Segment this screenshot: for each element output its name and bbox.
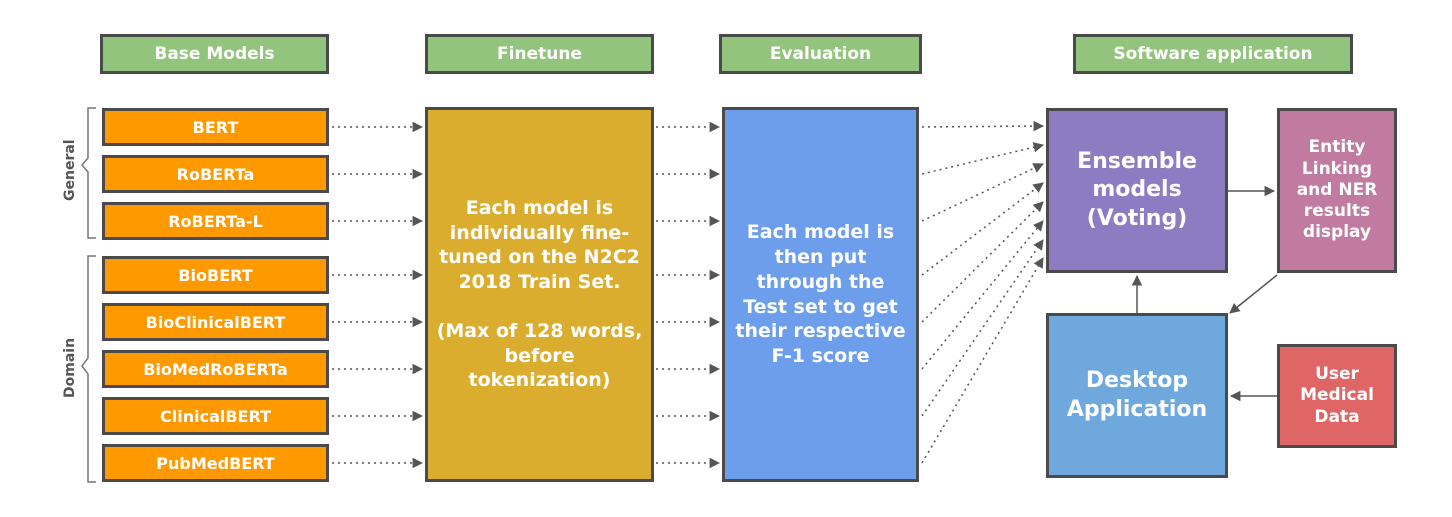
desktop-application-box: Desktop Application xyxy=(1046,313,1228,478)
header-finetune: Finetune xyxy=(425,34,654,74)
entity-linking-box: Entity Linking and NER results display xyxy=(1277,108,1397,273)
model-bert: BERT xyxy=(102,108,329,146)
arrow-evaluation-to-ensemble xyxy=(921,220,1044,370)
finetune-box: Each model is individually fine-tuned on… xyxy=(425,107,654,482)
model-roberta-l: RoBERTa-L xyxy=(102,202,329,240)
arrow-evaluation-to-ensemble xyxy=(921,142,1045,175)
bracket-general xyxy=(81,107,96,239)
user-medical-data-box: User Medical Data xyxy=(1277,344,1397,448)
model-clinicalbert: ClinicalBERT xyxy=(102,397,329,435)
arrow-evaluation-to-ensemble xyxy=(921,201,1044,323)
evaluation-box: Each model is then put through the Test … xyxy=(722,107,919,482)
header-software-application: Software application xyxy=(1073,34,1353,74)
model-roberta: RoBERTa xyxy=(102,155,329,193)
ensemble-box: Ensemble models (Voting) xyxy=(1046,108,1228,273)
model-bioclinicalbert: BioClinicalBERT xyxy=(102,303,329,341)
arrow-evaluation-to-ensemble xyxy=(921,182,1044,276)
model-pubmedbert: PubMedBERT xyxy=(102,444,329,482)
finetune-text: Each model is individually fine-tuned on… xyxy=(439,197,640,294)
arrow-evaluation-to-ensemble xyxy=(921,120,1045,132)
header-evaluation: Evaluation xyxy=(719,34,922,74)
arrow-evaluation-to-ensemble xyxy=(921,163,1044,222)
arrow-evaluation-to-ensemble xyxy=(921,239,1044,417)
header-base-models: Base Models xyxy=(100,34,329,74)
model-biomedroberta: BioMedRoBERTa xyxy=(102,350,329,388)
arrow-evaluation-to-ensemble xyxy=(921,257,1044,464)
bracket-domain xyxy=(81,255,96,483)
model-biobert: BioBERT xyxy=(102,256,329,294)
finetune-note: (Max of 128 words, before tokenization) xyxy=(436,319,643,392)
arrow-entity-to-desktop xyxy=(1229,274,1278,314)
